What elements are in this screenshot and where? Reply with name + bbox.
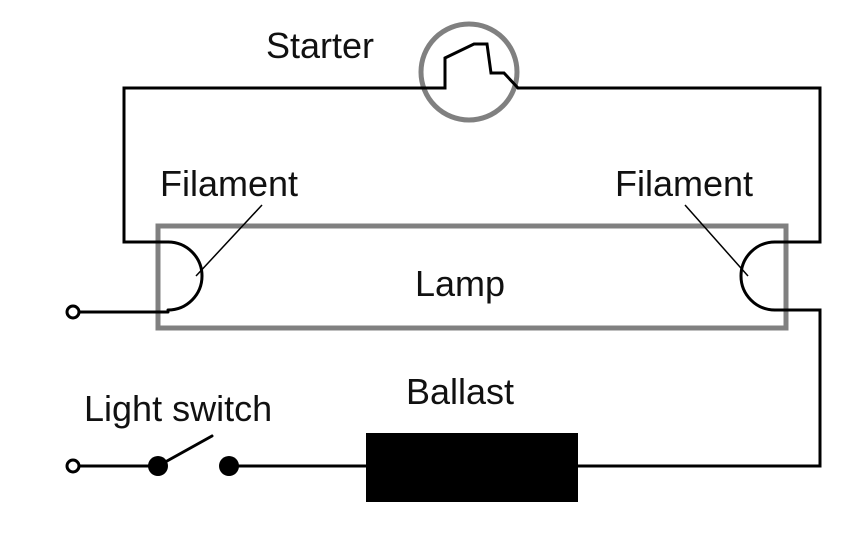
lamp-tube — [155, 223, 789, 331]
starter-contact-symbol — [418, 42, 520, 90]
filament-left — [166, 240, 204, 312]
right-return-wire — [576, 308, 822, 468]
starter-label: Starter — [266, 25, 374, 66]
filament-right — [739, 240, 777, 312]
starter — [418, 21, 520, 123]
ballast-block — [366, 433, 578, 502]
filament-left-leader — [195, 204, 263, 277]
starter-circle — [418, 21, 520, 123]
lamp-label: Lamp — [415, 263, 505, 304]
switch-lever — [156, 434, 214, 468]
filament-right-label: Filament — [615, 163, 753, 204]
filament-right-leader — [684, 204, 749, 277]
light-switch-label: Light switch — [84, 388, 272, 429]
terminal-bottom — [65, 458, 81, 474]
switch-contact-right — [219, 456, 239, 476]
terminal-top — [65, 304, 81, 320]
filament-left-label: Filament — [160, 163, 298, 204]
ballast-label: Ballast — [406, 371, 514, 412]
